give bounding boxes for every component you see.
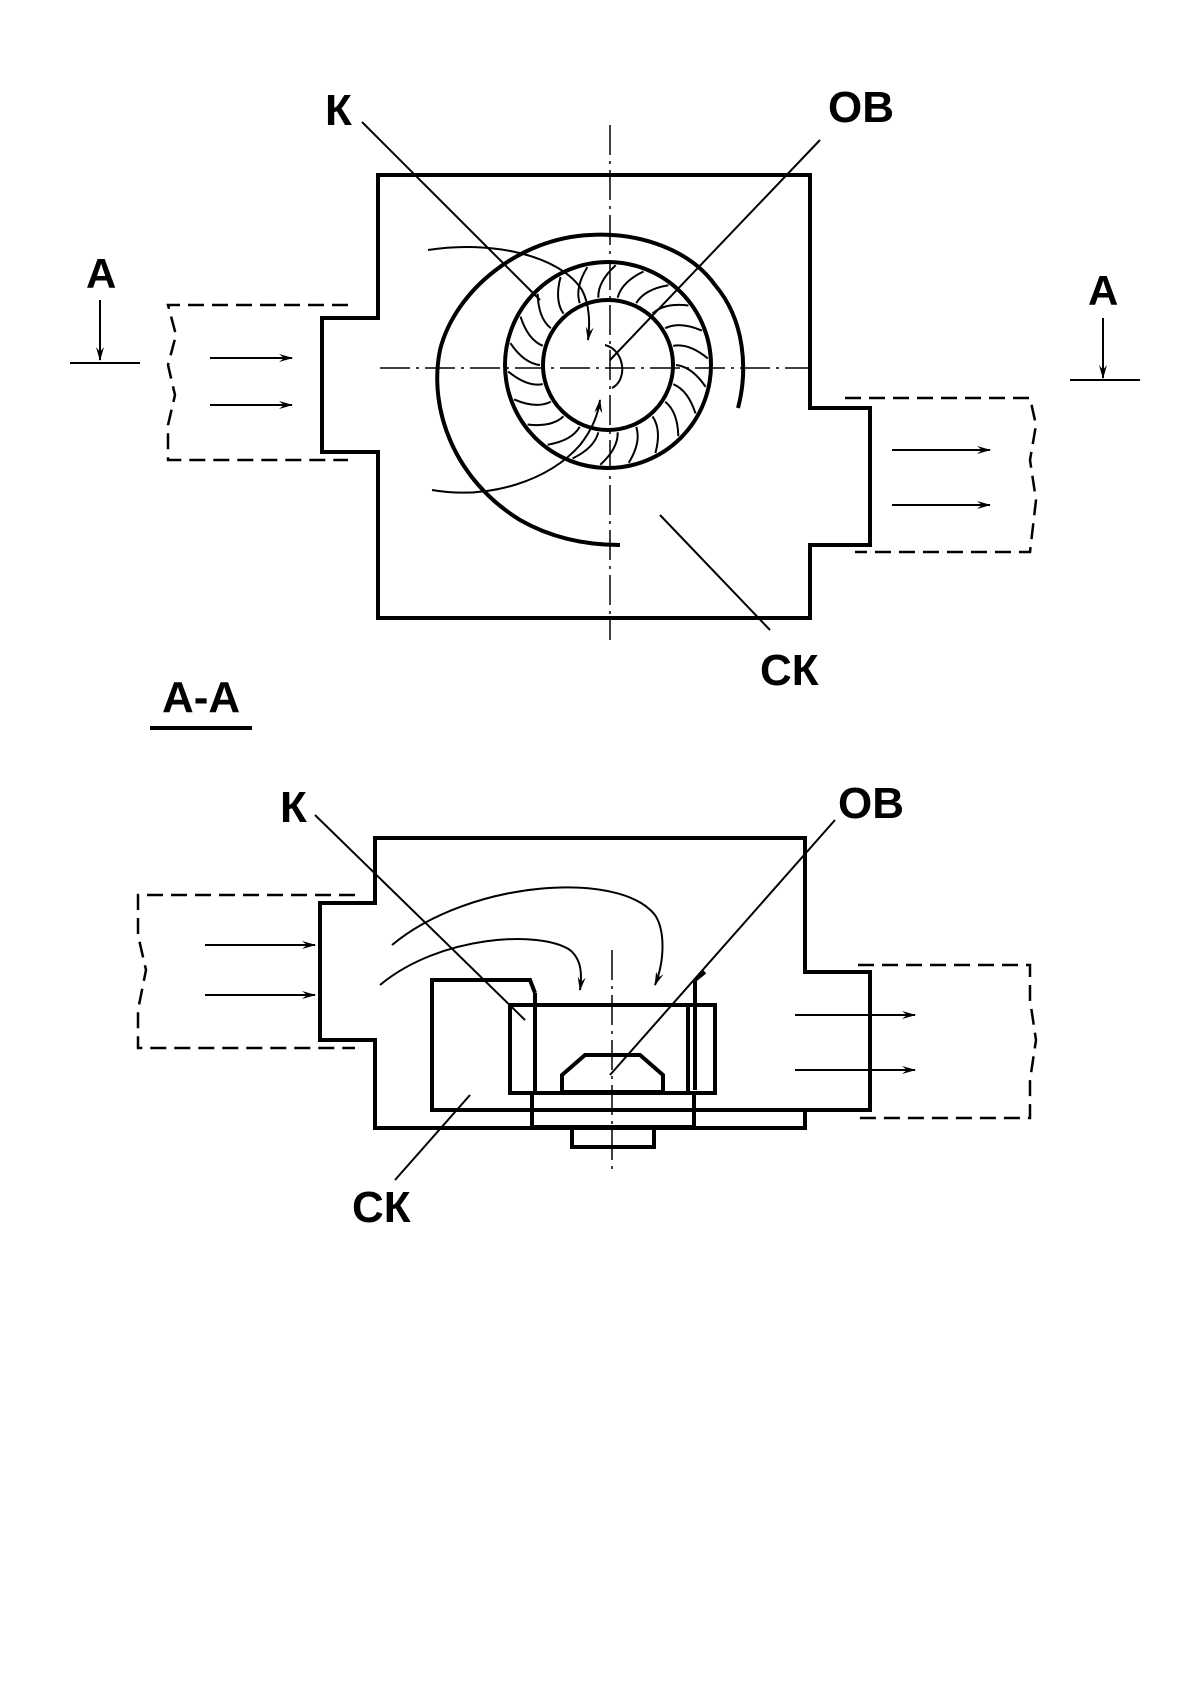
impeller-blade [507, 370, 543, 386]
impeller-blade [616, 270, 644, 298]
plan-housing [320, 173, 872, 620]
section-view: А-А К ОВ СК [136, 673, 1038, 1232]
impeller-blade [527, 415, 565, 427]
impeller-blade [547, 426, 581, 446]
impeller-blade [599, 432, 619, 466]
plan-leader-sk [659, 514, 771, 631]
plan-flow-curve-upper [427, 245, 594, 341]
section-label-a-right: А [1088, 267, 1118, 314]
section-leader-k [314, 814, 526, 1021]
plan-impeller-inner [541, 298, 675, 432]
section-inlet-duct [136, 893, 355, 1050]
impeller-blade [519, 316, 544, 347]
impeller-blade [673, 344, 709, 360]
section-volute-chamber [430, 970, 805, 1112]
section-motor-base [570, 1125, 656, 1149]
plan-impeller-outer [503, 260, 713, 470]
section-label-a-left: А [86, 250, 116, 297]
section-label-sk: СК [352, 1183, 411, 1232]
plan-volute [435, 232, 746, 547]
impeller-blade [509, 342, 541, 366]
plan-label-k: К [325, 86, 352, 135]
impeller-blade [672, 383, 697, 414]
impeller-blade [664, 400, 680, 437]
impeller-blade [664, 324, 703, 332]
section-flow-curve-lower [379, 938, 586, 991]
impeller-blade [557, 276, 565, 315]
plan-rotation-symbol [604, 344, 624, 389]
section-flow-curve-upper [391, 886, 664, 986]
impeller-blade [513, 398, 552, 406]
section-leader-sk [394, 1094, 471, 1181]
plan-leader-ov [609, 139, 821, 361]
section-outlet-duct [858, 963, 1038, 1120]
impeller-blade [597, 264, 617, 298]
plan-view: А А К ОВ СК [70, 83, 1140, 695]
impeller-blade [675, 364, 707, 388]
section-title: А-А [162, 673, 240, 722]
plan-leader-k [361, 121, 541, 301]
plan-impeller-blades [507, 264, 709, 466]
section-label-ov: ОВ [838, 779, 904, 828]
impeller-blade [627, 426, 639, 464]
section-label-k: К [280, 783, 307, 832]
impeller-blade [572, 432, 600, 460]
section-leader-ov [609, 819, 836, 1076]
plan-label-ov: ОВ [828, 83, 894, 132]
plan-flow-curve-lower [431, 399, 603, 494]
plan-label-sk: СК [760, 646, 819, 695]
plan-outlet-duct [845, 396, 1038, 554]
impeller-blade [651, 415, 659, 454]
impeller-blade [635, 284, 669, 304]
section-housing [318, 836, 872, 1130]
